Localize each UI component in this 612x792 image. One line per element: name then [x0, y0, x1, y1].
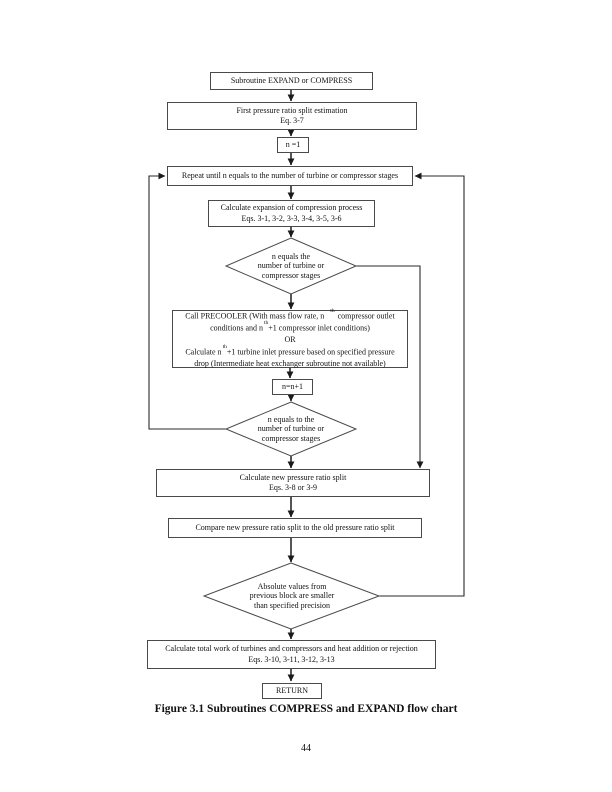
node-compare-label: Compare new pressure ratio split to the … — [195, 522, 395, 532]
node-calc-new-split: Calculate new pressure ratio split Eqs. … — [156, 469, 430, 497]
node-return-label: RETURN — [276, 685, 308, 695]
node-calc-total-line1: Calculate total work of turbines and com… — [165, 644, 418, 653]
decision-precision-shape — [202, 562, 381, 630]
node-first-split-line2: Eq. 3-7 — [280, 116, 304, 125]
node-calc-new-split-line2: Eqs. 3-8 or 3-9 — [269, 483, 317, 492]
node-return: RETURN — [262, 683, 322, 699]
node-compare: Compare new pressure ratio split to the … — [168, 518, 422, 538]
node-precooler-line3: OR — [284, 335, 296, 345]
decision-stages-second-shape — [224, 401, 358, 457]
node-n-increment-label: n=n+1 — [281, 381, 304, 391]
node-precooler-line1: Call PRECOOLER (With mass flow rate, nth… — [185, 307, 395, 321]
page-number: 44 — [301, 743, 311, 754]
node-start-label: Subroutine EXPAND or COMPRESS — [230, 75, 353, 85]
loop-decision3-to-repeat — [379, 172, 465, 597]
loop-connectors — [148, 172, 465, 597]
node-repeat-label: Repeat until n equals to the number of t… — [181, 170, 399, 180]
node-precooler-line5: drop (Intermediate heat exchanger subrou… — [194, 359, 386, 369]
node-precooler-line2: conditions and nth+1 compressor inlet co… — [210, 320, 370, 334]
node-calc-process-line2: Eqs. 3-1, 3-2, 3-3, 3-4, 3-5, 3-6 — [241, 213, 342, 223]
node-first-split: First pressure ratio split estimation Eq… — [167, 102, 417, 130]
node-repeat: Repeat until n equals to the number of t… — [167, 166, 413, 186]
flow-arrows — [286, 90, 295, 682]
node-start: Subroutine EXPAND or COMPRESS — [210, 72, 373, 90]
loop-decision1-to-calc-new — [356, 265, 424, 469]
loop-decision2-to-repeat — [148, 172, 226, 430]
decision-shapes — [202, 237, 381, 630]
decision-stages-first-shape — [224, 237, 358, 295]
node-calc-total: Calculate total work of turbines and com… — [147, 640, 436, 669]
node-precooler: Call PRECOOLER (With mass flow rate, nth… — [172, 307, 408, 369]
node-n-init-label: n =1 — [285, 139, 301, 149]
node-n-init: n =1 — [277, 137, 309, 153]
node-n-increment: n=n+1 — [272, 379, 313, 395]
node-calc-new-split-line1: Calculate new pressure ratio split — [239, 472, 347, 482]
figure-caption: Figure 3.1 Subroutines COMPRESS and EXPA… — [154, 703, 458, 715]
node-precooler-line4: Calculate nth+1 turbine inlet pressure b… — [185, 344, 395, 358]
node-calc-total-line2: Eqs. 3-10, 3-11, 3-12, 3-13 — [248, 654, 335, 664]
node-calc-process: Calculate expansion of compression proce… — [208, 200, 375, 227]
node-calc-process-line1: Calculate expansion of compression proce… — [220, 203, 363, 212]
node-first-split-line1: First pressure ratio split estimation — [236, 105, 348, 115]
